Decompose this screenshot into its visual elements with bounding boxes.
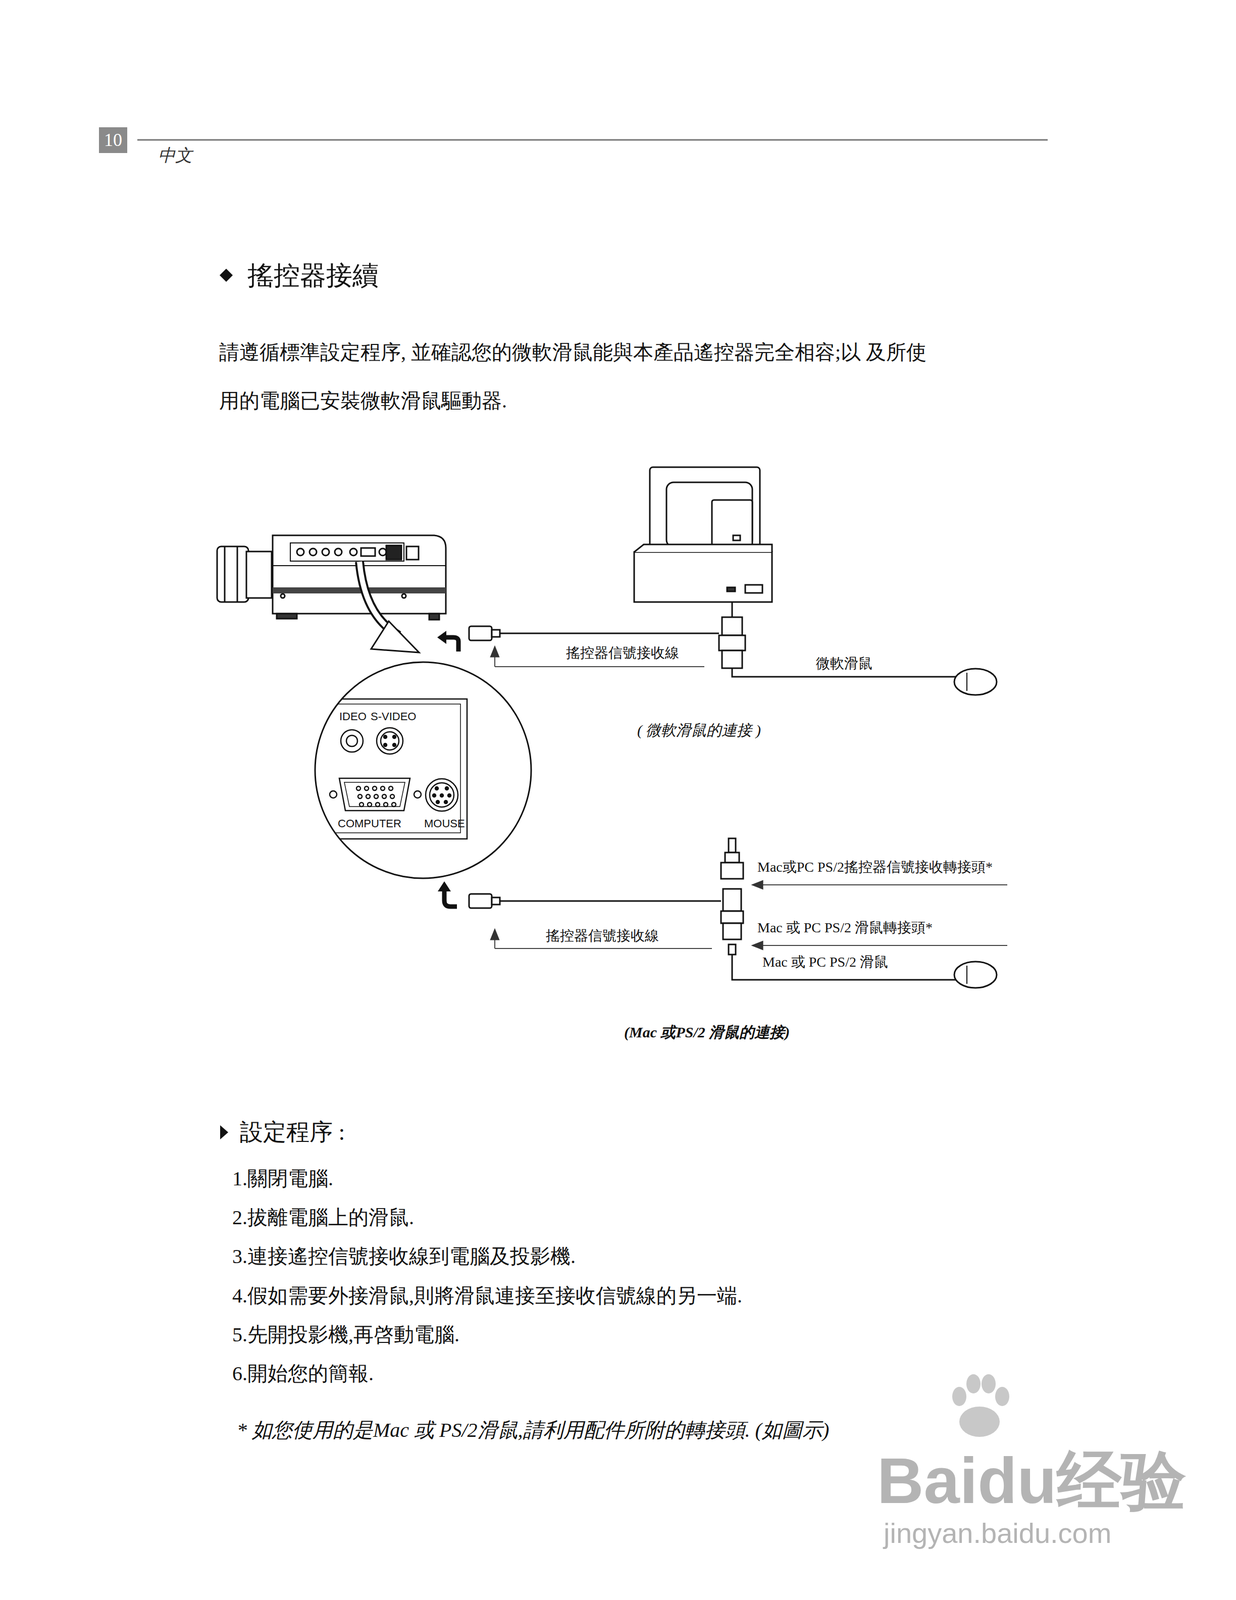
adapter-label: Mac或PC PS/2搖控器信號接收轉接頭* bbox=[757, 858, 993, 876]
page-number: 10 bbox=[98, 129, 128, 151]
small-arrow bbox=[444, 889, 457, 907]
figure-caption: (Mac 或PS/2 滑鼠的連接) bbox=[624, 1022, 790, 1042]
callout-leaders bbox=[494, 884, 1008, 949]
zoom-outline bbox=[314, 660, 533, 880]
port-label: MOUSE bbox=[424, 816, 466, 831]
bullet-diamond bbox=[219, 268, 233, 282]
watermark-paw bbox=[952, 1373, 1010, 1437]
subsection-title: 設定程序 : bbox=[239, 1117, 345, 1146]
cable-label: 搖控器信號接收線 bbox=[565, 644, 680, 662]
intro-paragraph: 請遵循標準設定程序, 並確認您的微軟滑鼠能與本產品遙控器完全相容;以 及所使用的… bbox=[219, 328, 947, 426]
section-title: 搖控器接續 bbox=[247, 260, 379, 292]
language-tag: 中文 bbox=[158, 145, 193, 167]
bullet-triangle bbox=[220, 1124, 229, 1140]
port-label: COMPUTER bbox=[337, 816, 402, 831]
watermark: Baidu经验 bbox=[877, 1448, 1187, 1513]
zoom-arrow bbox=[359, 561, 420, 653]
step: 2.拔離電腦上的滑鼠. bbox=[232, 1205, 415, 1230]
step: 6.開始您的簡報. bbox=[232, 1361, 374, 1386]
zoom-circle: IDEOS-VIDEO COMPUTER MOUSE bbox=[314, 660, 533, 880]
page-number-box bbox=[98, 127, 128, 153]
ms-mouse-cabling bbox=[469, 601, 997, 695]
mouse-label: Mac 或 PC PS/2 滑鼠 bbox=[762, 953, 889, 971]
step: 1.關閉電腦. bbox=[232, 1166, 334, 1191]
footnote: * 如您使用的是Mac 或 PS/2滑鼠,請利用配件所附的轉接頭. (如圖示) bbox=[236, 1417, 830, 1442]
port-label: IDEO bbox=[339, 709, 367, 724]
step: 5.先開投影機,再啓動電腦. bbox=[232, 1322, 460, 1347]
cable-label: 搖控器信號接收線 bbox=[545, 927, 659, 945]
small-arrow bbox=[444, 637, 459, 652]
small-arrowhead bbox=[437, 630, 447, 644]
step: 3.連接遙控信號接收線到電腦及投影機. bbox=[232, 1244, 576, 1269]
port-label: S-VIDEO bbox=[370, 709, 417, 724]
projector bbox=[217, 535, 446, 620]
computer bbox=[634, 467, 772, 602]
figure-caption: ( 微軟滑鼠的連接 ) bbox=[637, 721, 761, 740]
watermark: jingyan.baidu.com bbox=[883, 1518, 1112, 1548]
mouse-label: 微軟滑鼠 bbox=[815, 654, 873, 673]
header-rule bbox=[137, 139, 1048, 141]
adapter-label: Mac 或 PC PS/2 滑鼠轉接頭* bbox=[757, 918, 933, 937]
small-arrowhead bbox=[437, 881, 451, 892]
ps2-cabling bbox=[469, 838, 997, 988]
step: 4.假如需要外接滑鼠,則將滑鼠連接至接收信號線的另一端. bbox=[232, 1283, 743, 1308]
